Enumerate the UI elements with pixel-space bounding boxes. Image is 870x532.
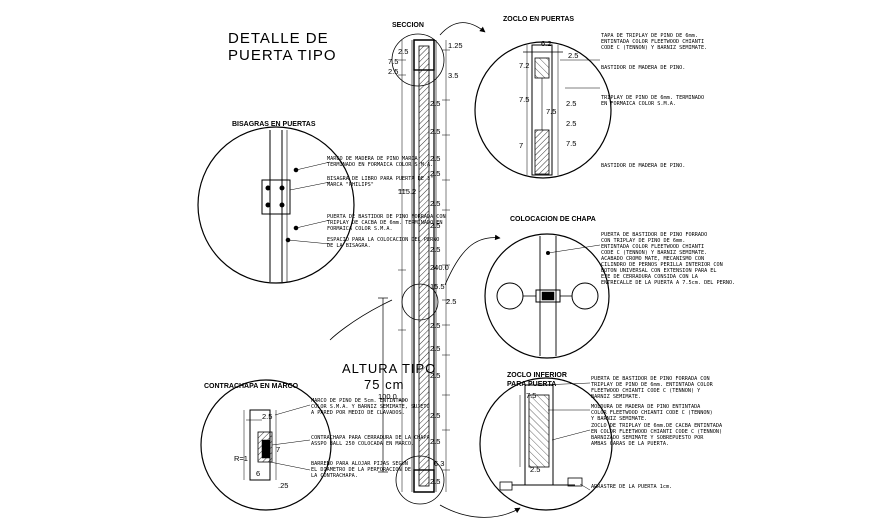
note-contra-barreno: BARRENO PARA ALOJAR PIJAS SEGUN EL DIAME… bbox=[311, 461, 411, 479]
dim-c-25: 2.5 bbox=[262, 412, 273, 421]
detail-arrows bbox=[329, 22, 521, 518]
dim-z-7: 7 bbox=[519, 141, 524, 150]
dim-left-75: 7.5 bbox=[388, 57, 399, 66]
contrachapa-detail bbox=[200, 379, 332, 511]
dim-25m: 2.5 bbox=[446, 297, 457, 306]
dim-1152: 115.2 bbox=[398, 187, 417, 196]
dim-i-25: 2.5 bbox=[530, 465, 541, 474]
label-zoclo-inferior-2: PARA PUERTA bbox=[507, 381, 557, 388]
note-inf-arrastre: ARRASTRE DE LA PUERTA 1cm. bbox=[591, 484, 673, 490]
dim-z-25: 2.5 bbox=[568, 51, 579, 60]
dim-z-62: 6.2 bbox=[541, 39, 552, 48]
dim-right-35: 3.5 bbox=[448, 71, 459, 80]
dim-25p: 2.5 bbox=[430, 477, 441, 486]
chapa-detail bbox=[484, 233, 610, 359]
note-inf-zoclo: ZOCLO DE TRIPLAY DE 6mm.DE CACBA ENTINTA… bbox=[591, 423, 723, 447]
dim-s-d: 2.5 bbox=[430, 169, 441, 178]
zoclo-inferior-detail bbox=[479, 377, 613, 511]
label-zoclo-puertas: ZOCLO EN PUERTAS bbox=[503, 16, 575, 23]
label-altura-1: ALTURA TIPO bbox=[342, 361, 437, 376]
dim-63: 6.3 bbox=[434, 459, 445, 468]
note-zoclo-triplay: TRIPLAY DE PINO DE 6mm. TERMINADO EN FOR… bbox=[601, 95, 705, 107]
dim-z-72: 7.2 bbox=[519, 61, 530, 70]
note-bisagra-libro: BISAGRA DE LIBRO PARA PUERTA DE 3" MARCA… bbox=[327, 176, 434, 188]
title-line-2: PUERTA TIPO bbox=[228, 47, 337, 64]
note-zoclo-bastidor: BASTIDOR DE MADERA DE PINO. bbox=[601, 65, 686, 71]
note-contra-marco: MARCO DE PINO DE 5cm. ENTINTADO COLOR S.… bbox=[311, 398, 430, 416]
title-line-1: DETALLE DE bbox=[228, 30, 329, 47]
note-bisagra-marco: MARCO DE MADERA DE PINO MARCA TERMINADO … bbox=[327, 156, 434, 168]
dim-s-i: 2.5 bbox=[430, 344, 441, 353]
note-inf-moldura: MOLDURA DE MADERA DE PINO ENTINTADA COLO… bbox=[591, 404, 713, 422]
label-colocacion-chapa: COLOCACION DE CHAPA bbox=[510, 216, 596, 223]
dim-1000: 100.0 bbox=[378, 392, 397, 401]
dim-z-75b: 7.5 bbox=[546, 107, 557, 116]
dim-z-25c: 2.5 bbox=[566, 119, 577, 128]
dim-z-75a: 7.5 bbox=[519, 95, 530, 104]
dim-c-6: 6 bbox=[256, 469, 261, 478]
label-zoclo-inferior-1: ZOCLO INFERIOR bbox=[507, 372, 567, 379]
dim-25n: 2.5 bbox=[430, 411, 441, 420]
note-zoclo-bastidor-2: BASTIDOR DE MADERA DE PINO. bbox=[601, 163, 686, 169]
door-section bbox=[378, 33, 450, 505]
dim-s-f: 2.5 bbox=[430, 221, 441, 230]
note-zoclo-tapa: TAPA DE TRIPLAY DE PINO DE 6mm. ENTINTAD… bbox=[601, 33, 708, 51]
dim-s-e: 2.5 bbox=[430, 199, 441, 208]
note-bisagra-puerta: PUERTA DE BASTIDOR DE PINO FORRADA CON T… bbox=[327, 214, 446, 232]
dim-c-7: 7 bbox=[276, 445, 281, 454]
dim-s-h: 2.5 bbox=[430, 321, 441, 330]
dim-s-a: 2.5 bbox=[430, 99, 441, 108]
label-seccion: SECCION bbox=[392, 22, 424, 29]
dim-i-75: 7.5 bbox=[526, 391, 537, 400]
dim-25o: 2.5 bbox=[430, 437, 441, 446]
dim-s-c: 2.5 bbox=[430, 154, 441, 163]
dim-c-25b: .25 bbox=[278, 481, 289, 490]
label-contrachapa: CONTRACHAPA EN MARCO bbox=[204, 383, 299, 390]
zoclo-detail bbox=[474, 41, 612, 179]
dim-c-r: R=1 bbox=[234, 454, 248, 463]
dim-s-g: 2.5 bbox=[430, 245, 441, 254]
dim-top-25: 2.5 bbox=[398, 47, 409, 56]
dim-s-j: 2.5 bbox=[430, 371, 441, 380]
dim-left-25: 2.5 bbox=[388, 67, 399, 76]
label-bisagras: BISAGRAS EN PUERTAS bbox=[232, 121, 316, 128]
label-altura-2: 75 cm bbox=[364, 377, 405, 392]
note-contra-chapa: CONTRACHAPA PARA CERRADURA DE LA CHAPA A… bbox=[311, 435, 430, 447]
dim-s-b: 2.5 bbox=[430, 127, 441, 136]
note-chapa-puerta: PUERTA DE BASTIDOR DE PINO FORRADO CON T… bbox=[601, 232, 736, 286]
dim-top-125: 1.25 bbox=[448, 41, 463, 50]
note-bisagra-espacio: ESPACIO PARA LA COLOCACION DEL PERNO DE … bbox=[327, 237, 440, 249]
dim-z-75c: 7.5 bbox=[566, 139, 577, 148]
note-inf-puerta: PUERTA DE BASTIDOR DE PINO FORRADA CON T… bbox=[591, 376, 713, 400]
dim-z-25b: 2.5 bbox=[566, 99, 577, 108]
dim-155: 15.5 bbox=[430, 282, 445, 291]
bisagra-detail bbox=[197, 126, 355, 284]
dim-2400: 240.0 bbox=[430, 263, 449, 272]
